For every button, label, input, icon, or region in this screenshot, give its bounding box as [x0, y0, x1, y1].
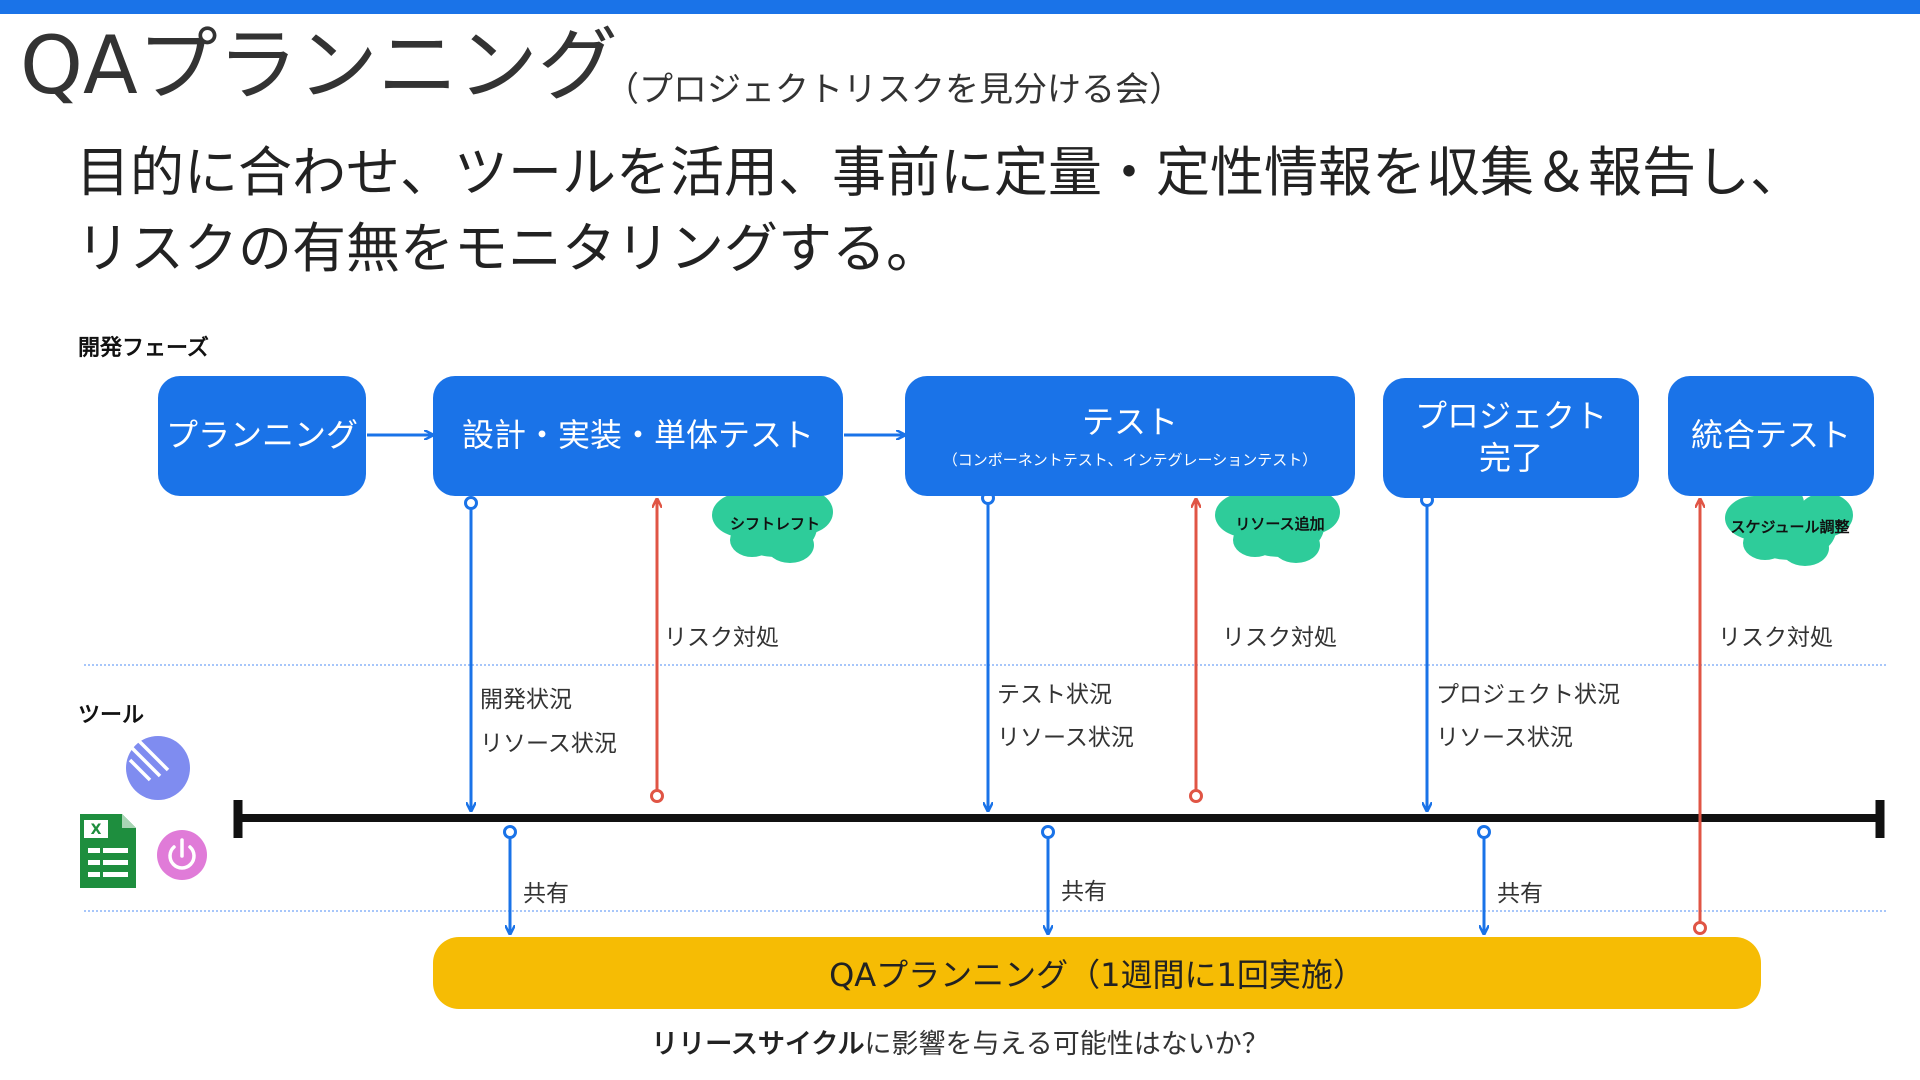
phase-design-label: 設計・実装・単体テスト: [461, 416, 814, 455]
share-arrow-2: [1041, 825, 1055, 934]
status-arrow-project: [1420, 493, 1434, 811]
cloud-resource-addition: リソース追加: [1235, 515, 1325, 533]
phase-design-implementation: 設計・実装・単体テスト: [433, 376, 843, 496]
phase-test: テスト （コンポーネントテスト、インテグレーションテスト）: [905, 376, 1355, 496]
power-icon: [157, 830, 207, 880]
question-rest: に影響を与える可能性はないか？: [864, 1029, 1269, 1060]
section-label-tools: ツール: [78, 703, 145, 728]
status-dev-progress: 開発状況: [480, 687, 572, 713]
cloud-shift-left: シフトレフト: [729, 515, 820, 533]
question-bold: リリースサイクル: [651, 1029, 865, 1060]
cloud-shape-2: [1215, 480, 1340, 563]
status-project-resource: リソース状況: [1436, 725, 1573, 751]
linear-icon: [126, 736, 190, 800]
top-accent-bar: [0, 0, 1920, 14]
risk-arrow-2: [1189, 500, 1203, 803]
cloud-shape-3: [1725, 483, 1853, 566]
share-label-2: 共有: [1061, 879, 1107, 905]
share-label-1: 共有: [523, 881, 569, 907]
spreadsheet-icon: X: [80, 814, 136, 888]
phase-test-label: テスト: [1081, 402, 1178, 441]
risk-label-2: リスク対処: [1222, 625, 1337, 651]
status-test-resource: リソース状況: [997, 725, 1134, 751]
status-dev-resource: リソース状況: [480, 731, 617, 757]
phase-test-sublabel: （コンポーネントテスト、インテグレーションテスト）: [942, 451, 1318, 470]
risk-arrow-1: [650, 500, 664, 803]
phase-integration-label: 統合テスト: [1690, 416, 1851, 455]
phase-planning: プランニング: [158, 376, 366, 496]
section-label-phases: 開発フェーズ: [78, 336, 209, 361]
qa-planning-bar: QAプランニング（1週間に1回実施）: [433, 937, 1761, 1009]
status-test-progress: テスト状況: [997, 682, 1112, 708]
page-title: QAプランニング: [20, 19, 618, 112]
share-arrow-3: [1477, 825, 1491, 934]
headline-line-1: 目的に合わせ、ツールを活用、事前に定量・定性情報を収集＆報告し、: [76, 141, 1804, 204]
status-project-progress: プロジェクト状況: [1436, 682, 1620, 708]
bottom-question: リリースサイクルに影響を与える可能性はないか？: [0, 1022, 1920, 1061]
share-label-3: 共有: [1497, 881, 1543, 907]
qa-planning-bar-label: QAプランニング（1週間に1回実施）: [829, 956, 1365, 994]
page-subtitle: （プロジェクトリスクを見分ける会）: [605, 70, 1183, 110]
share-arrow-1: [503, 825, 517, 934]
headline-line-2: リスクの有無をモニタリングする。: [76, 217, 940, 280]
risk-label-3: リスク対処: [1718, 625, 1833, 651]
risk-arrow-3: [1693, 500, 1707, 935]
svg-text:X: X: [91, 822, 102, 838]
cloud-schedule-adjustment: スケジュール調整: [1730, 518, 1850, 536]
phase-project-complete: プロジェクト 完了: [1383, 378, 1639, 498]
phase-planning-label: プランニング: [165, 416, 358, 455]
phase-integration-test: 統合テスト: [1668, 376, 1874, 496]
status-arrow-dev: [464, 496, 478, 811]
phase-project-complete-label: プロジェクト 完了: [1414, 397, 1607, 477]
risk-label-1: リスク対処: [664, 625, 779, 651]
status-arrow-test: [981, 491, 995, 811]
